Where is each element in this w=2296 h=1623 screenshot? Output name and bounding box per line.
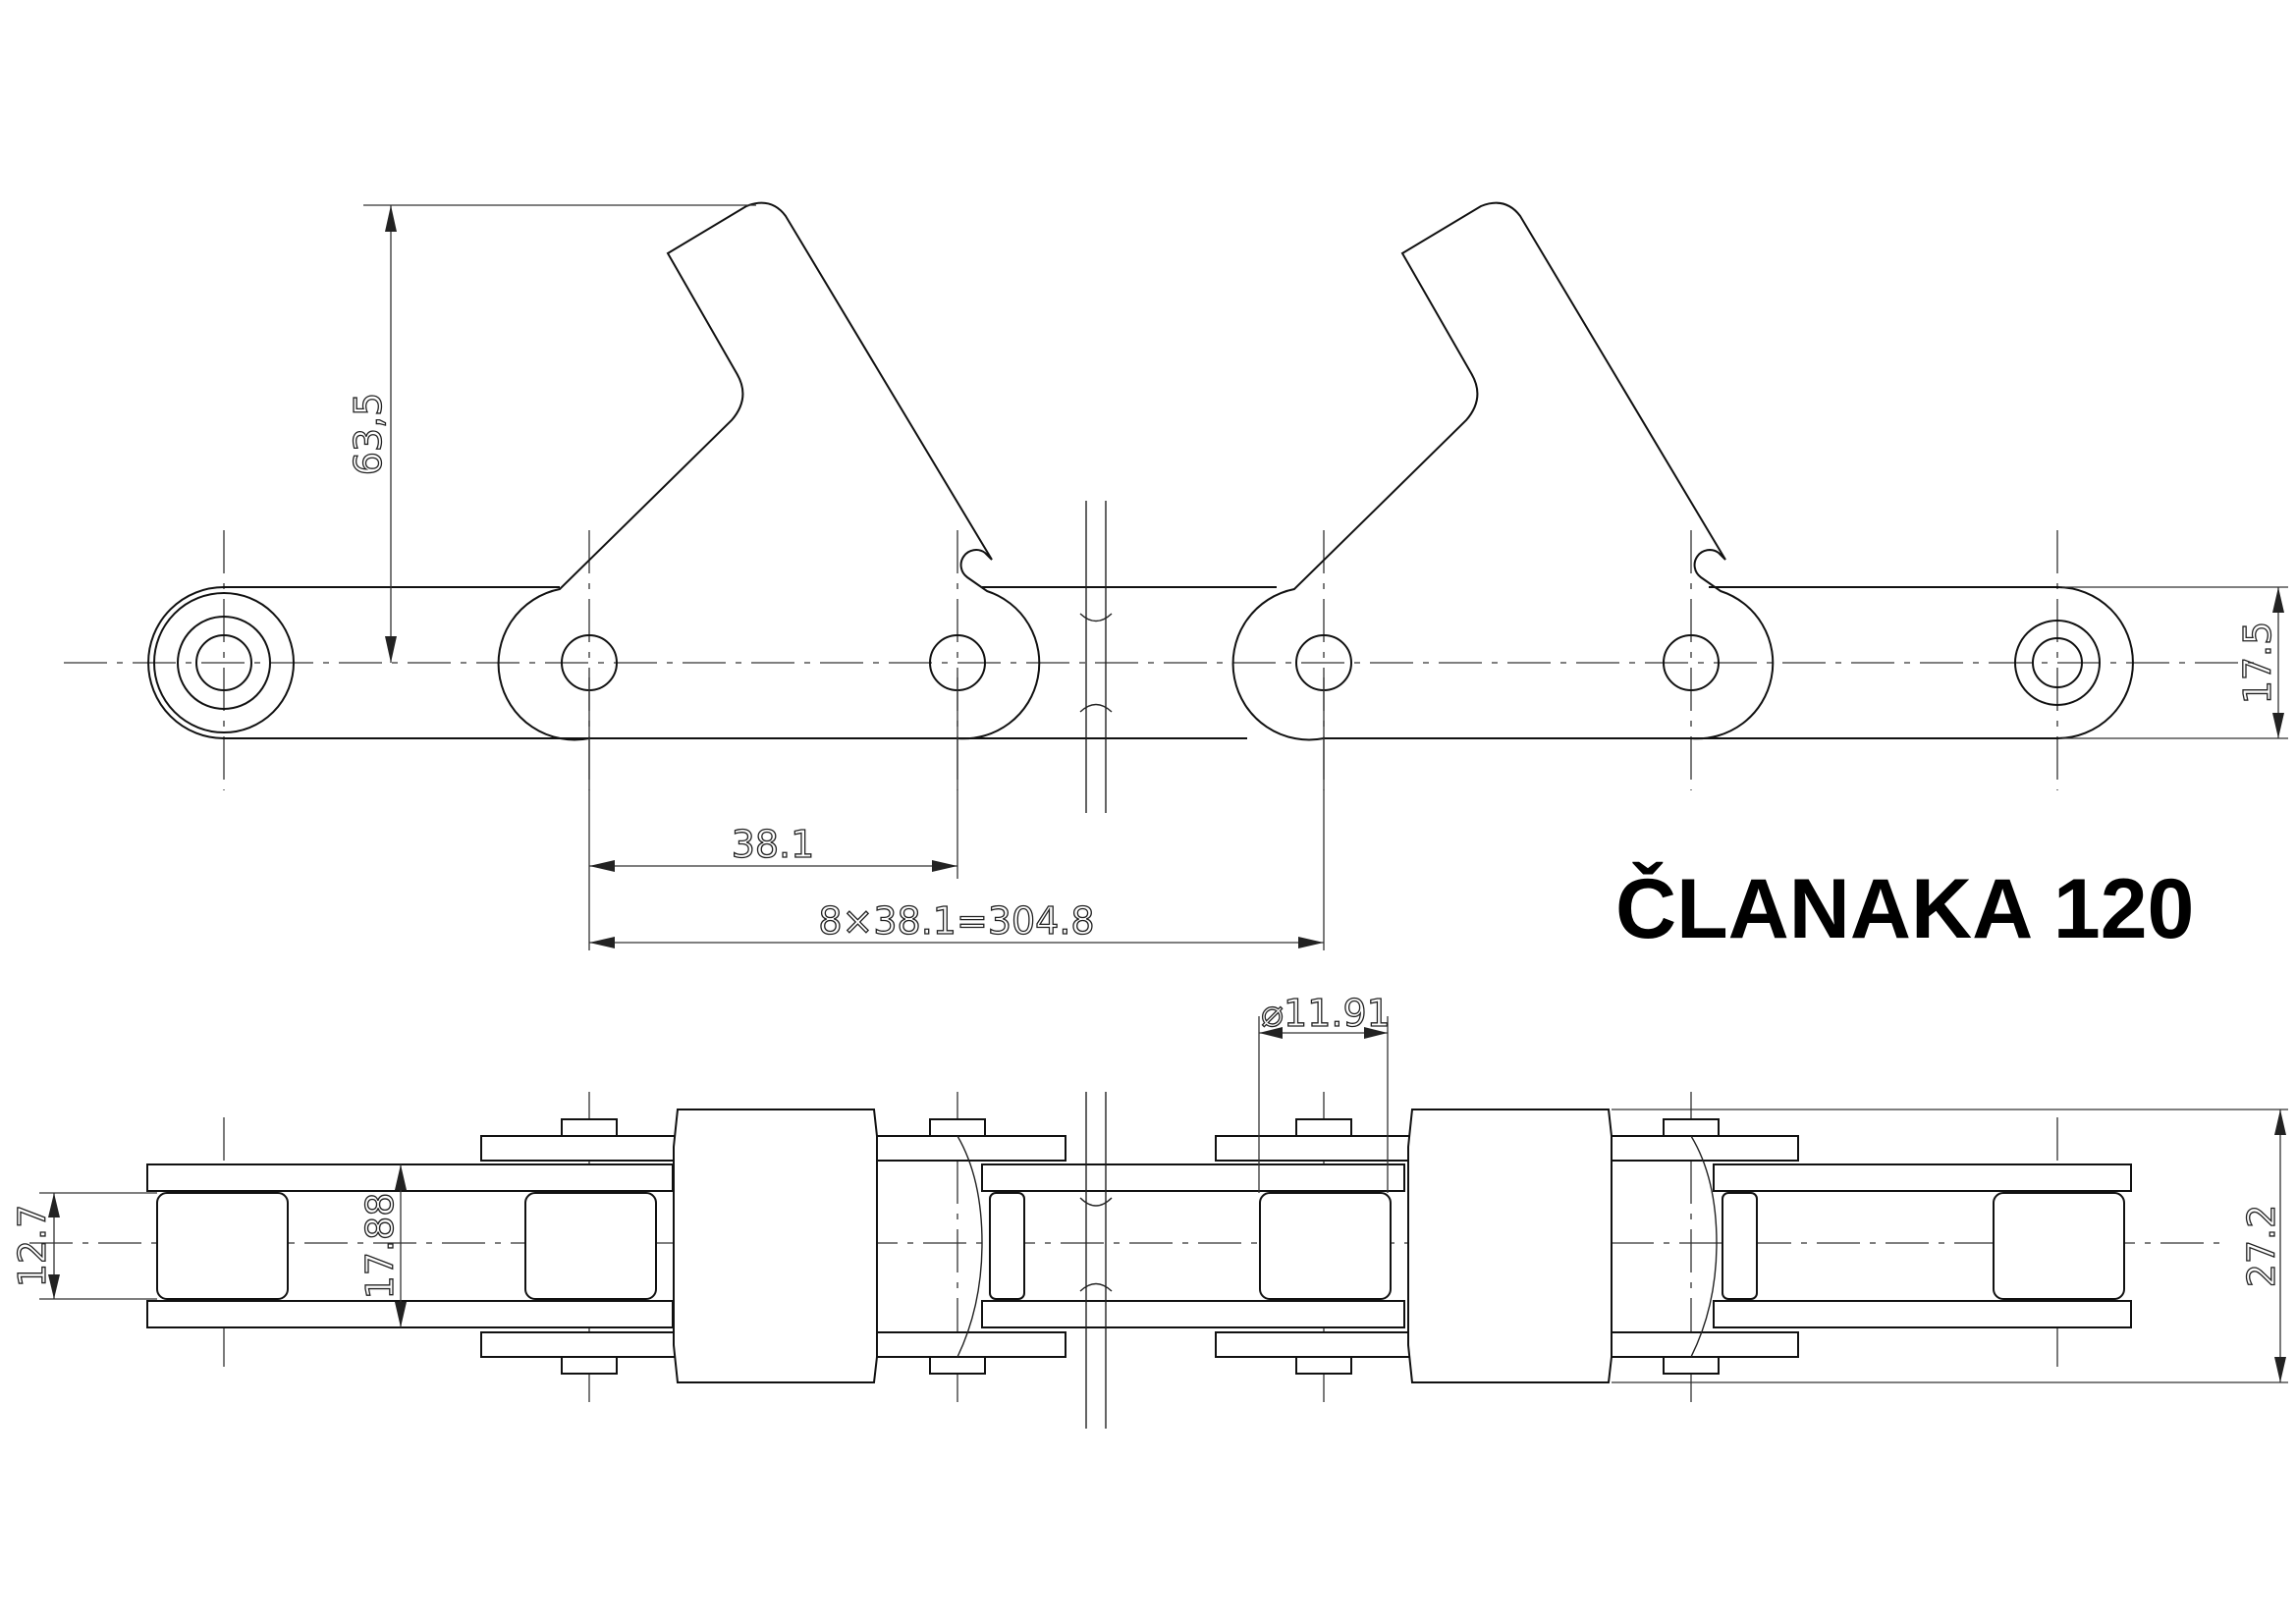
inner-plate-bottom-left [146, 1300, 674, 1328]
flight-block-1 [673, 1109, 878, 1383]
dim-63-5-label: 63,5 [347, 393, 390, 476]
arrow [589, 937, 615, 948]
inner-plate-top-mid [981, 1163, 1405, 1192]
flight-2-hole-b [1663, 634, 1720, 691]
arrow [932, 860, 957, 872]
arrow [395, 1164, 407, 1190]
side-view: 63,5 17.5 38.1 8×38.1=304.8 [64, 201, 2288, 950]
end-bush-hole [195, 634, 252, 691]
middle-link [957, 586, 1277, 739]
inner-plate-bottom-mid [981, 1300, 1405, 1328]
flight-link-1 [497, 201, 1041, 741]
dim-27-2-label: 27.2 [2240, 1205, 2283, 1288]
arrow [589, 860, 615, 872]
flight-block-2 [1407, 1109, 1613, 1383]
pin-head [929, 1118, 986, 1137]
roller-2 [524, 1192, 657, 1300]
dim-pin-dia-label: ⌀11.91 [1261, 992, 1391, 1035]
pin-head [929, 1356, 986, 1375]
inner-plate-top-right [1713, 1163, 2132, 1192]
flight-edge-2 [1690, 1135, 1718, 1358]
arrow [2274, 1357, 2286, 1382]
end-bush-mid [177, 616, 271, 710]
dim-38-1-label: 38.1 [732, 823, 815, 866]
end-pin-outer [2014, 620, 2101, 706]
roller-1 [156, 1192, 289, 1300]
flight-link-2 [1231, 201, 1775, 741]
dim-17-88-label: 17.88 [358, 1193, 402, 1300]
dim-12-7-label: 12.7 [11, 1205, 54, 1288]
arrow [385, 205, 397, 232]
pin-head [1663, 1356, 1720, 1375]
roller-5 [1722, 1192, 1758, 1300]
break-lines-top [1079, 501, 1113, 813]
pin-head [1663, 1118, 1720, 1137]
flight-edge-1 [957, 1135, 983, 1358]
pin-head [1295, 1356, 1352, 1375]
roller-6 [1993, 1192, 2125, 1300]
arrow [2272, 713, 2284, 738]
arrow [48, 1274, 60, 1299]
arrow [2272, 587, 2284, 613]
end-bush-outer [153, 592, 295, 733]
pin-head [561, 1118, 618, 1137]
arrow [1259, 1027, 1283, 1039]
roller-4 [1259, 1192, 1392, 1300]
arrow [1364, 1027, 1388, 1039]
arrow [395, 1302, 407, 1327]
pin-head [561, 1356, 618, 1375]
arrow [1298, 937, 1324, 948]
inner-plate-top-left [146, 1163, 674, 1192]
end-link-left [147, 586, 589, 739]
break-lines-bottom [1079, 1092, 1113, 1429]
pin-head [1295, 1118, 1352, 1137]
arrow [385, 636, 397, 663]
end-link-right [1691, 586, 2134, 739]
dim-total-label: 8×38.1=304.8 [818, 899, 1094, 943]
dim-17-5-label: 17.5 [2236, 622, 2279, 705]
end-pin-hole [2032, 637, 2083, 688]
roller-3 [989, 1192, 1025, 1300]
drawing-title: ČLANAKA 120 [1615, 862, 2194, 956]
inner-plate-bottom-right [1713, 1300, 2132, 1328]
plan-view: 12.7 17.88 ⌀11.91 27.2 [10, 991, 2288, 1429]
arrow [48, 1193, 60, 1217]
arrow [2274, 1109, 2286, 1135]
